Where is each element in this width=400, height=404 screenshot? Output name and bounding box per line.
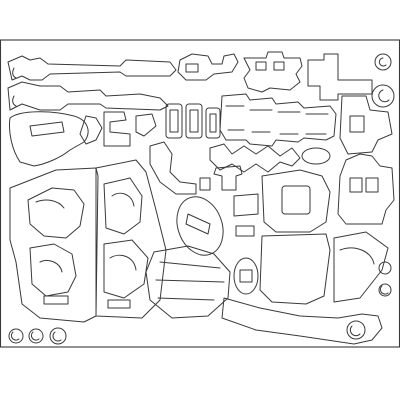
gear-plate [209, 143, 331, 173]
double-wheel [307, 53, 395, 108]
bucket-frame [337, 95, 395, 225]
round-disc [79, 111, 157, 147]
dipper-arm [221, 297, 383, 345]
boom-arm [7, 55, 177, 111]
connector-bracket [243, 51, 303, 93]
bucket [259, 231, 389, 305]
clip-column [378, 261, 392, 297]
round-disc-large [233, 257, 259, 295]
oval-cap [176, 196, 224, 256]
track-plate-left [165, 103, 221, 139]
hook-arm [177, 53, 239, 81]
connector-bracket-small [149, 141, 243, 195]
cab-cover [9, 111, 89, 167]
shovel-blade [145, 245, 231, 319]
track-hull [233, 169, 331, 237]
side-frame-left [9, 167, 99, 323]
track-plate-right [219, 93, 337, 147]
side-frame-right [95, 159, 167, 319]
clip-row [8, 327, 67, 345]
